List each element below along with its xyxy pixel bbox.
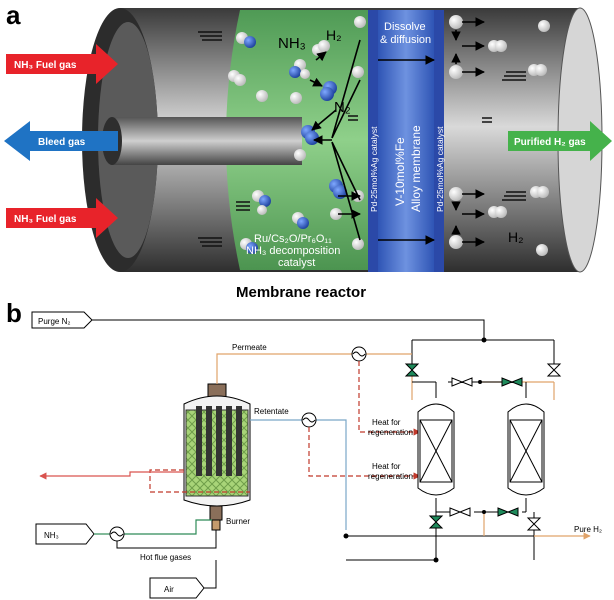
exit-line xyxy=(39,471,184,480)
membrane-layer xyxy=(378,10,434,272)
flue-gas-line xyxy=(116,530,217,549)
top-junction xyxy=(478,380,482,384)
retentate-heat-exchanger xyxy=(301,412,317,428)
h2-bottom-label: H₂ xyxy=(508,229,524,245)
purified-arrow: Purified H₂ gas xyxy=(508,121,612,161)
heat-regen-1-line1: Heat for xyxy=(372,418,401,427)
nh3-tag-label: NH₃ xyxy=(44,531,59,540)
heat-regen-2-line1: Heat for xyxy=(372,462,401,471)
panel-a: a NH₃ Fuel gas Bleed gas NH₃ Fuel gas xyxy=(4,0,612,301)
panel-b: b Purge N₂ xyxy=(6,298,602,599)
flow-dashes xyxy=(198,31,526,247)
retentate-label: Retentate xyxy=(254,407,289,416)
membrane-line1: V-10mol%Fe xyxy=(393,137,407,206)
catalyst-line1: Ru/Cs₂O/Pr₆O₁₁ xyxy=(254,233,332,245)
catalyst-line2: NH₃ decomposition xyxy=(246,245,340,257)
fuel-gas-top-label: NH₃ Fuel gas xyxy=(14,60,77,71)
fuel-gas-bottom-label: NH₃ Fuel gas xyxy=(14,214,77,225)
permeate-label: Permeate xyxy=(232,343,267,352)
air-tag-label: Air xyxy=(164,585,174,594)
pure-h2-line xyxy=(483,512,591,540)
permeate-lines xyxy=(216,353,555,400)
panel-a-letter: a xyxy=(6,0,21,30)
permeate-heat-exchanger xyxy=(351,346,367,362)
purified-label: Purified H₂ gas xyxy=(514,137,586,148)
bleed-gas-arrow: Bleed gas xyxy=(4,121,118,161)
membrane-line2: Alloy membrane xyxy=(409,125,423,212)
molecules xyxy=(228,15,550,256)
valve-top-far xyxy=(546,363,562,377)
feed-heat-exchanger xyxy=(109,526,125,542)
pd-right-label: Pd-25mol%Ag catalyst xyxy=(435,126,445,212)
bleed-gas-label: Bleed gas xyxy=(38,137,86,148)
nh3-label: NH₃ xyxy=(278,35,306,52)
membrane-reactor-vessel xyxy=(183,383,251,531)
hot-flue-label: Hot flue gases xyxy=(140,553,191,562)
panel-b-letter: b xyxy=(6,298,22,328)
pd-right-layer xyxy=(434,10,444,272)
retentate-junction xyxy=(343,533,349,539)
pure-h2-label: Pure H₂ xyxy=(574,525,602,534)
dissolve-line2: & diffusion xyxy=(380,34,431,46)
air-tag: Air xyxy=(149,577,205,599)
adsorber-left xyxy=(417,403,455,496)
catalyst-line3: catalyst xyxy=(278,257,315,269)
purge-label: Purge N₂ xyxy=(38,317,70,326)
bottom-junction xyxy=(482,510,486,514)
fuel-gas-bottom-arrow: NH₃ Fuel gas xyxy=(6,198,118,238)
pd-left-layer xyxy=(368,10,378,272)
purge-tag: Purge N₂ xyxy=(31,311,93,329)
valve-bottom-right xyxy=(497,507,519,517)
retentate-lines xyxy=(250,419,347,530)
reaction-arrows xyxy=(309,17,485,247)
valve-bottom-left xyxy=(428,515,444,529)
valve-top-mid xyxy=(451,377,473,387)
valve-bottom-far xyxy=(526,517,542,531)
heat-regen-2-line2: regeneration xyxy=(368,472,413,481)
dissolve-line1: Dissolve xyxy=(384,21,426,33)
fuel-gas-top-arrow: NH₃ Fuel gas xyxy=(6,44,118,84)
valve-top-right xyxy=(501,377,523,387)
valve-top-left xyxy=(404,363,420,377)
nh3-feed-line xyxy=(94,519,212,535)
reactor-caption: Membrane reactor xyxy=(236,284,366,301)
adsorber-right xyxy=(507,403,545,496)
n2-label: N₂ xyxy=(334,99,351,116)
valve-bottom-mid xyxy=(449,507,471,517)
burner-label: Burner xyxy=(226,517,250,526)
purge-lines xyxy=(92,319,555,372)
pd-left-label: Pd-25mol%Ag catalyst xyxy=(369,126,379,212)
heat-regen-1-line2: regeneration xyxy=(368,428,413,437)
purge-junction xyxy=(481,337,487,343)
bleed-tube xyxy=(112,117,302,165)
nh3-tag: NH₃ xyxy=(35,523,95,545)
adsorber-bottom-piping xyxy=(346,498,552,560)
h2-top-label: H₂ xyxy=(326,27,342,43)
air-line xyxy=(204,560,217,589)
heat-regen-lines xyxy=(149,361,421,493)
